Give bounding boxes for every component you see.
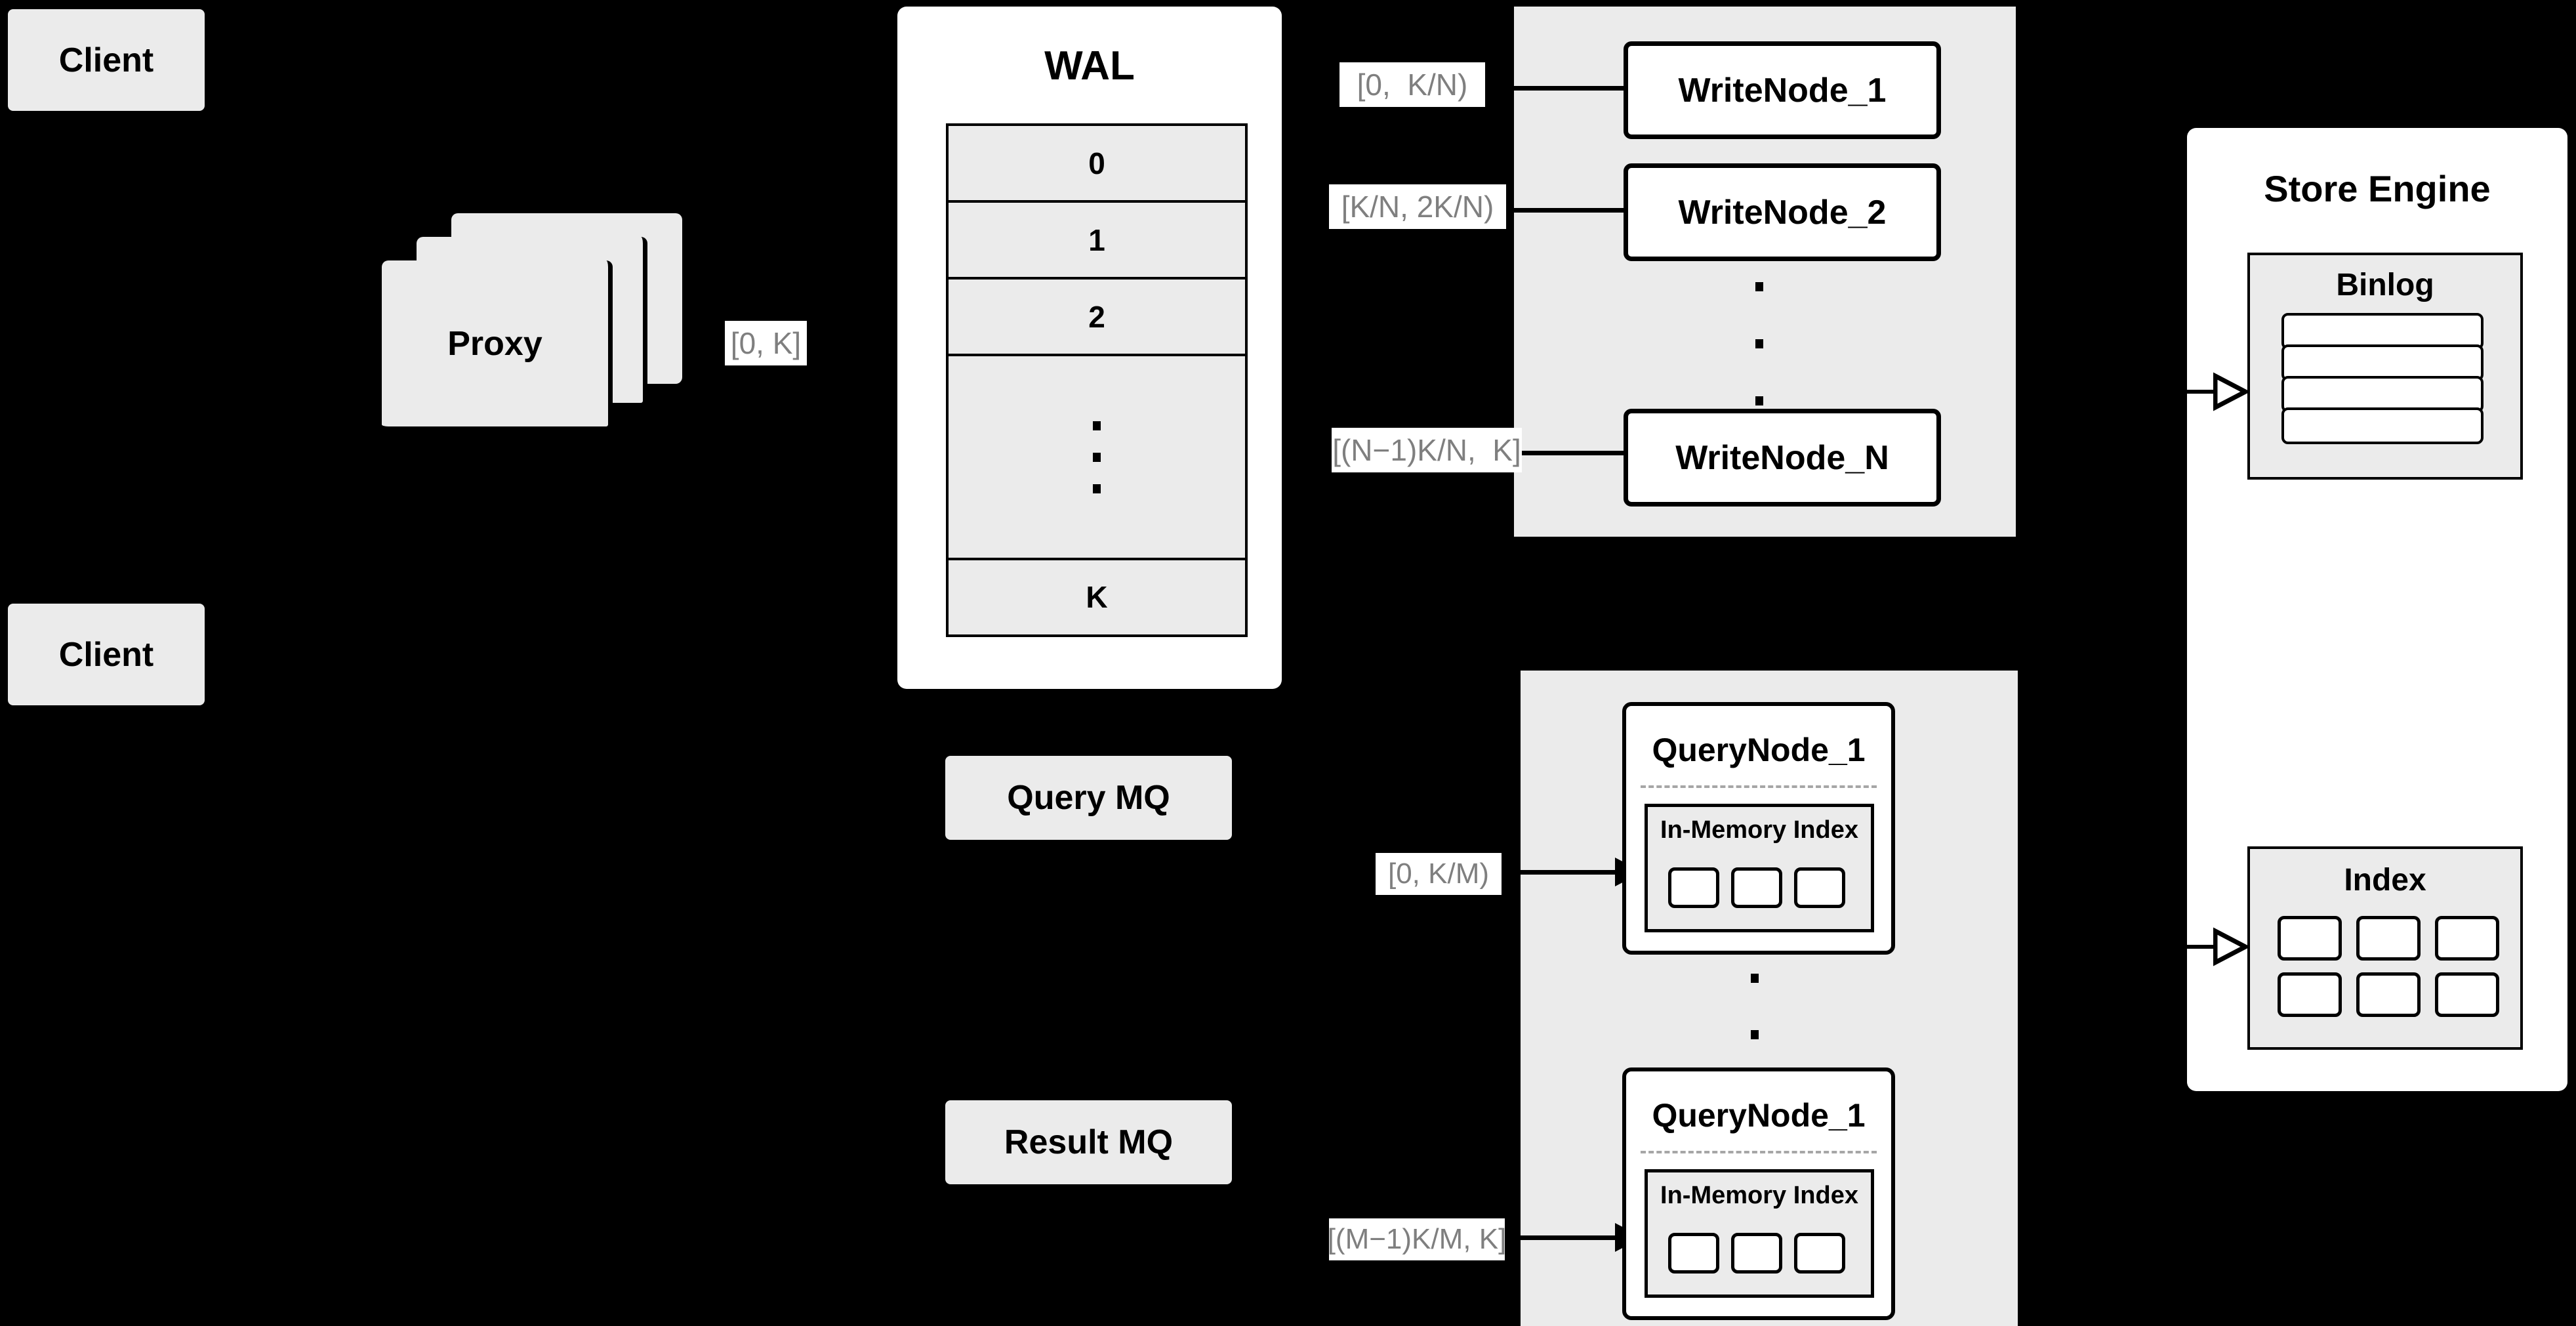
wal-slot-k[interactable]: K <box>1086 580 1108 615</box>
ellipsis-dot-icon <box>1093 452 1101 462</box>
write-node-n[interactable]: WriteNode_N <box>1624 409 1941 507</box>
arrow-head-hollow-binlog <box>2213 372 2247 411</box>
in-memory-index-label: In-Memory Index <box>1660 816 1858 844</box>
query-node-1[interactable]: QueryNode_1 In-Memory Index <box>1622 702 1895 955</box>
ellipsis-dot-icon <box>1755 396 1763 405</box>
query-mq-label: Query MQ <box>1007 779 1170 817</box>
ellipsis-dot-icon <box>1093 421 1101 430</box>
arrow-line-to-binlog <box>2187 390 2215 394</box>
index-segment-chip[interactable] <box>1668 867 1719 908</box>
write-cluster-ellipsis <box>1755 282 1764 405</box>
query-mq-box[interactable]: Query MQ <box>945 756 1232 840</box>
arrow-head-hollow-index <box>2213 927 2247 966</box>
ellipsis-dot-icon <box>1751 1029 1759 1039</box>
binlog-bar[interactable] <box>2281 407 2484 444</box>
index-cell[interactable] <box>2278 916 2342 961</box>
range-label-writenode-1: [0, K/N) <box>1339 62 1485 107</box>
index-segment-chip[interactable] <box>1794 867 1845 908</box>
query-node-m-in-memory-index: In-Memory Index <box>1645 1169 1874 1298</box>
index-title: Index <box>2344 863 2426 898</box>
in-memory-index-label: In-Memory Index <box>1660 1182 1858 1209</box>
ellipsis-dot-icon <box>1755 339 1763 348</box>
proxy-label: Proxy <box>447 324 542 363</box>
query-node-1-in-memory-index: In-Memory Index <box>1645 804 1874 932</box>
arrow-line-writenode-n <box>1514 451 1662 455</box>
range-label-writenode-2: [K/N, 2K/N) <box>1329 184 1506 229</box>
wal-slot-2[interactable]: 2 <box>949 280 1245 357</box>
index-cell[interactable] <box>2278 972 2342 1017</box>
binlog-bar[interactable] <box>2281 313 2484 350</box>
arrow-line-writenode-2 <box>1514 208 1662 213</box>
ellipsis-dot-icon <box>1755 282 1763 291</box>
wal-slot-list: 0 1 2 K <box>946 123 1248 637</box>
client-box-bottom[interactable]: Client <box>8 604 205 705</box>
store-engine-title: Store Engine <box>2264 168 2491 209</box>
binlog-bar[interactable] <box>2281 376 2484 413</box>
query-node-m-label: QueryNode_1 <box>1652 1097 1866 1134</box>
index-cell[interactable] <box>2435 916 2499 961</box>
arrow-line-writenode-1 <box>1514 86 1662 91</box>
ellipsis-dot-icon <box>1751 974 1759 983</box>
index-cell[interactable] <box>2356 972 2421 1017</box>
client-top-label: Client <box>58 41 154 79</box>
wal-slot-ellipsis <box>949 356 1245 560</box>
wal-title: WAL <box>1044 43 1135 89</box>
write-node-2[interactable]: WriteNode_2 <box>1624 163 1941 261</box>
query-node-1-label: QueryNode_1 <box>1652 732 1866 768</box>
proxy-stack[interactable]: Proxy <box>382 213 697 436</box>
store-engine-panel: Store Engine Binlog Index <box>2187 128 2567 1091</box>
wal-slot-1[interactable]: 1 <box>949 203 1245 280</box>
range-label-proxy-to-wal: [0, K] <box>725 321 807 365</box>
range-label-querynode-m: [(M−1)K/M, K] <box>1328 1218 1506 1260</box>
range-label-writenode-n: [(N−1)K/N, K] <box>1332 428 1522 472</box>
index-cell[interactable] <box>2356 916 2421 961</box>
query-node-m-divider <box>1641 1151 1877 1153</box>
binlog-title: Binlog <box>2336 268 2434 302</box>
range-label-querynode-1: [0, K/M) <box>1376 853 1502 895</box>
proxy-card-front[interactable]: Proxy <box>382 260 613 431</box>
index-segment-chip[interactable] <box>1731 867 1782 908</box>
query-node-m[interactable]: QueryNode_1 In-Memory Index <box>1622 1067 1895 1320</box>
index-segment-chip[interactable] <box>1668 1233 1719 1274</box>
client-box-top[interactable]: Client <box>8 9 205 111</box>
index-segment-chip[interactable] <box>1731 1233 1782 1274</box>
index-group: Index <box>2247 846 2523 1050</box>
binlog-group: Binlog <box>2247 253 2523 480</box>
query-node-1-divider <box>1641 785 1877 788</box>
result-mq-label: Result MQ <box>1004 1123 1174 1161</box>
arrow-line-querynode-m <box>1521 1235 1615 1240</box>
arrow-line-querynode-1 <box>1521 870 1615 875</box>
result-mq-box[interactable]: Result MQ <box>945 1100 1232 1184</box>
wal-slot-0[interactable]: 0 <box>949 126 1245 203</box>
write-node-1[interactable]: WriteNode_1 <box>1624 41 1941 139</box>
arrow-line-to-index <box>2187 945 2215 949</box>
query-node-cluster: QueryNode_1 In-Memory Index QueryNode_1 <box>1521 671 2018 1326</box>
wal-panel: WAL 0 1 2 K <box>897 7 1282 689</box>
ellipsis-dot-icon <box>1093 484 1101 493</box>
write-node-cluster: WriteNode_1 WriteNode_2 WriteNode_N <box>1514 7 2016 537</box>
client-bottom-label: Client <box>58 635 154 674</box>
index-segment-chip[interactable] <box>1794 1233 1845 1274</box>
index-cell[interactable] <box>2435 972 2499 1017</box>
